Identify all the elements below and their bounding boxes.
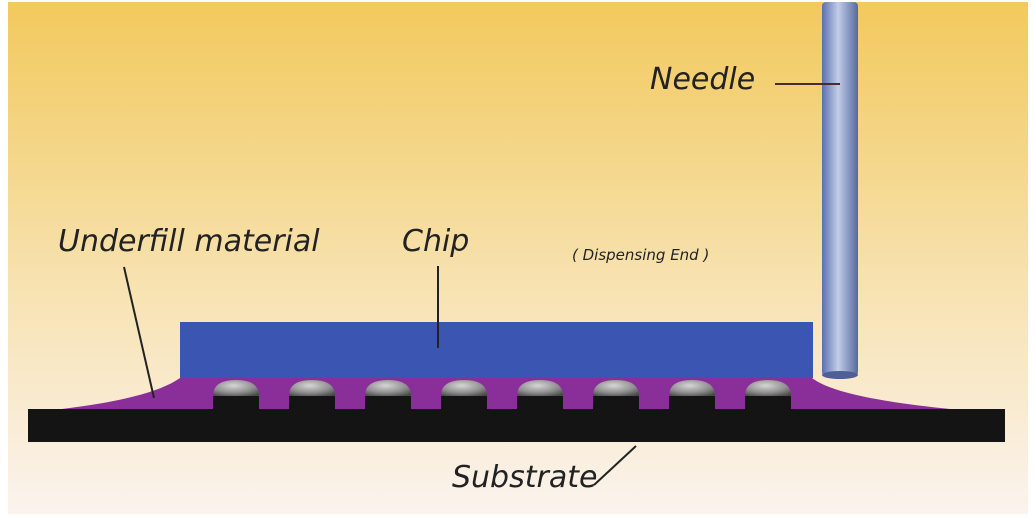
- solder-bump: [213, 380, 259, 410]
- bump-pad: [517, 394, 563, 410]
- bump-pad: [745, 394, 791, 410]
- bump-cap: [441, 380, 487, 396]
- solder-bump: [593, 380, 639, 410]
- bump-pad: [593, 394, 639, 410]
- solder-bump: [745, 380, 791, 410]
- substrate-leader-line: [593, 445, 637, 486]
- underfill-material: [62, 378, 950, 409]
- solder-bump: [517, 380, 563, 410]
- bump-cap: [365, 380, 411, 396]
- bump-pad: [441, 394, 487, 410]
- underfill-label: Underfill material: [58, 224, 320, 259]
- needle-tip: [822, 371, 858, 379]
- needle-label: Needle: [650, 62, 755, 97]
- bump-cap: [593, 380, 639, 396]
- bump-pad: [213, 394, 259, 410]
- solder-bumps: [213, 380, 791, 410]
- substrate-label: Substrate: [452, 460, 597, 495]
- needle: [822, 2, 858, 376]
- chip: [180, 322, 813, 378]
- bump-cap: [517, 380, 563, 396]
- bump-pad: [669, 394, 715, 410]
- underfill-leader-line: [123, 266, 155, 399]
- solder-bump: [669, 380, 715, 410]
- solder-bump: [365, 380, 411, 410]
- bump-cap: [213, 380, 259, 396]
- bump-cap: [745, 380, 791, 396]
- bump-cap: [669, 380, 715, 396]
- solder-bump: [441, 380, 487, 410]
- bump-cap: [289, 380, 335, 396]
- bump-pad: [289, 394, 335, 410]
- bump-pad: [365, 394, 411, 410]
- substrate: [28, 409, 1005, 442]
- chip-label: Chip: [402, 224, 469, 259]
- solder-bump: [289, 380, 335, 410]
- dispensing-end-label: ( Dispensing End ): [572, 246, 709, 264]
